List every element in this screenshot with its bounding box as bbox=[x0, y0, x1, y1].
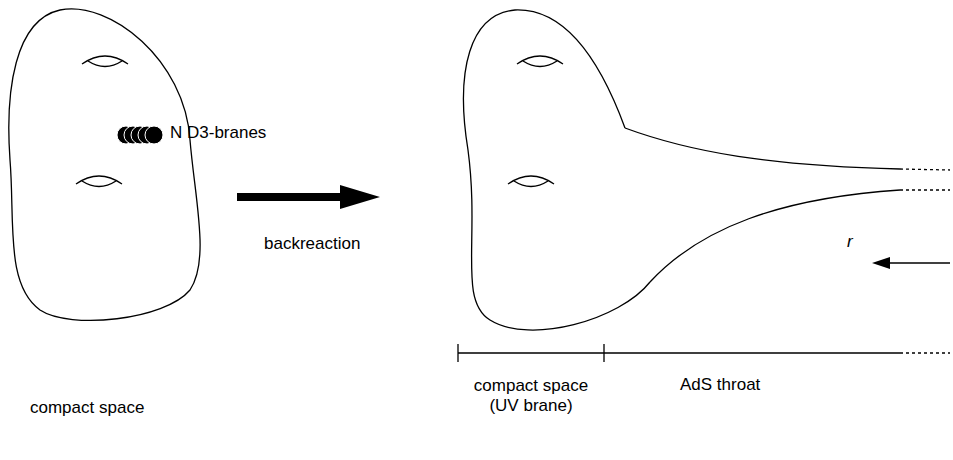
coordinate-label: r bbox=[847, 232, 853, 252]
handle bbox=[76, 176, 122, 187]
scale-label: compact space (UV brane) bbox=[472, 376, 590, 416]
handle bbox=[82, 56, 128, 67]
r-arrow bbox=[872, 257, 950, 269]
space-label: compact space bbox=[30, 398, 144, 418]
scale-bar-continuation bbox=[900, 352, 950, 353]
compact-space-outline bbox=[9, 9, 200, 320]
handle bbox=[517, 56, 563, 67]
throat-wall bbox=[650, 190, 900, 282]
throat-wall bbox=[625, 128, 900, 169]
backreaction-arrow bbox=[237, 185, 380, 209]
compact-space-outline bbox=[463, 10, 650, 330]
scale-label: AdS throat bbox=[680, 375, 760, 395]
scale-bar bbox=[458, 344, 900, 362]
brane-label: N D3-branes bbox=[170, 123, 266, 143]
throat-continuation bbox=[900, 169, 950, 190]
d3-branes bbox=[117, 126, 163, 144]
arrow-label: backreaction bbox=[264, 234, 360, 254]
handle bbox=[508, 176, 554, 187]
